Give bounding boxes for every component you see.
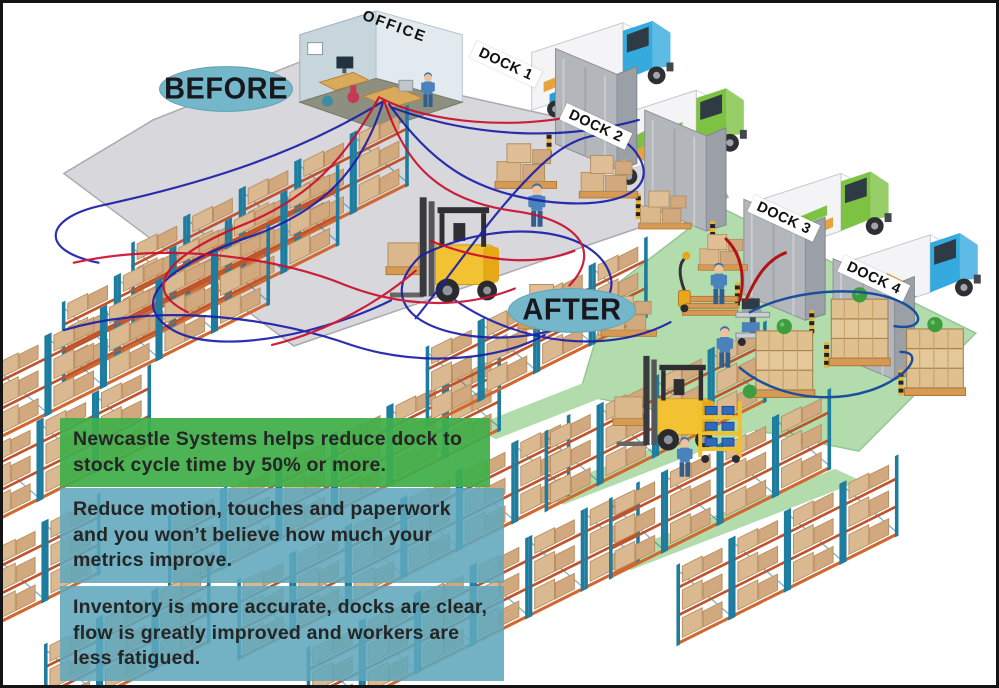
crate-stack bbox=[903, 316, 967, 396]
after-badge-label: AFTER bbox=[522, 293, 622, 327]
message-dock-to-stock: Newcastle Systems helps reduce dock to s… bbox=[60, 418, 490, 488]
after-zone-content bbox=[612, 234, 967, 477]
warehouse-illustration bbox=[3, 10, 982, 685]
wall-picture bbox=[307, 42, 324, 56]
before-badge: BEFORE bbox=[159, 66, 293, 112]
crate-stack bbox=[753, 318, 816, 398]
produce-item bbox=[742, 384, 757, 399]
tidy-flow-lines-after bbox=[724, 237, 920, 399]
office-room bbox=[298, 10, 465, 131]
message-reduce-motion: Reduce motion, touches and paperwork and… bbox=[60, 488, 504, 584]
bin-cart bbox=[698, 401, 742, 463]
crate-stack bbox=[828, 286, 891, 367]
message-inventory-accuracy: Inventory is more accurate, docks are cl… bbox=[60, 586, 504, 682]
after-badge: AFTER bbox=[508, 288, 636, 333]
before-badge-label: BEFORE bbox=[164, 71, 288, 106]
